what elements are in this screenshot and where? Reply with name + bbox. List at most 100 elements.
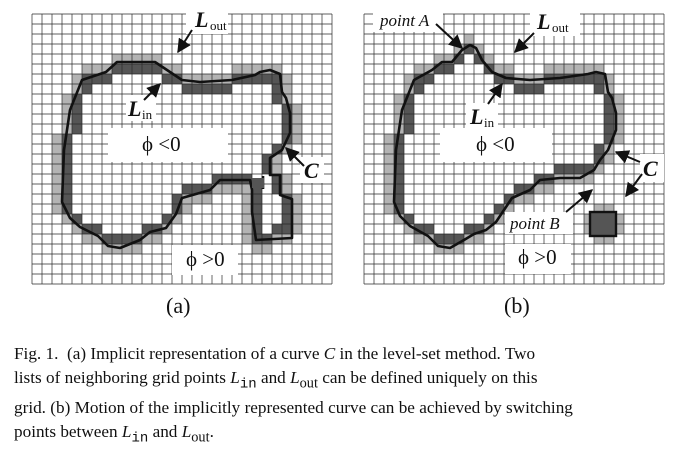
inner-band-cell bbox=[252, 74, 262, 84]
outer-band-cell bbox=[464, 234, 474, 244]
inner-band-cell bbox=[122, 64, 132, 74]
inner-band-cell bbox=[604, 114, 614, 124]
inner-band-cell bbox=[202, 84, 212, 94]
inner-band-cell bbox=[252, 224, 262, 234]
outer-band-cell bbox=[394, 104, 404, 114]
l-in-arrow-b bbox=[487, 82, 503, 105]
outer-band-cell bbox=[282, 84, 292, 94]
outer-band-cell bbox=[272, 64, 282, 74]
outer-band-cell bbox=[52, 164, 62, 174]
inner-band-cell bbox=[172, 194, 182, 204]
outer-band-cell bbox=[82, 64, 92, 74]
inner-band-cell bbox=[604, 104, 614, 114]
outer-band-cell bbox=[132, 54, 142, 64]
outer-band-cell bbox=[604, 84, 614, 94]
outer-band-cell bbox=[92, 234, 102, 244]
outer-band-cell bbox=[384, 184, 394, 194]
inner-band-cell bbox=[564, 74, 574, 84]
curve-arrow-b1 bbox=[614, 150, 641, 164]
inner-band-cell bbox=[584, 164, 594, 174]
caption-s2b: can be defined uniquely on this bbox=[322, 367, 538, 387]
inner-band-cell bbox=[494, 204, 504, 214]
inner-band-cell bbox=[404, 214, 414, 224]
inner-band-cell bbox=[272, 74, 282, 84]
outer-band-cell bbox=[242, 224, 252, 234]
outer-band-cell bbox=[514, 194, 524, 204]
caption-l-in-2-sub: in bbox=[131, 430, 149, 447]
outer-band-cell bbox=[192, 74, 202, 84]
caption-line-4: points between Lin and Lout. bbox=[14, 420, 690, 451]
inner-band-cell bbox=[102, 74, 112, 84]
outer-band-cell bbox=[384, 144, 394, 154]
caption-l-out-2: L bbox=[181, 421, 192, 441]
caption-line-1: Fig. 1. (a) Implicit representation of a… bbox=[14, 342, 690, 366]
inner-band-cell bbox=[282, 124, 292, 134]
inner-band-cell bbox=[504, 194, 514, 204]
inner-band-cell bbox=[92, 74, 102, 84]
caption-line-2: lists of neighboring grid points Lin and… bbox=[14, 366, 690, 397]
inner-band-cell bbox=[282, 114, 292, 124]
inner-band-cell bbox=[282, 204, 292, 214]
outer-band-cell bbox=[424, 234, 434, 244]
outer-band-cell bbox=[424, 64, 434, 74]
curve-label-a: C bbox=[304, 158, 319, 183]
outer-band-cell bbox=[614, 214, 624, 224]
l-in-label-b: L bbox=[469, 104, 483, 129]
outer-band-cell bbox=[122, 54, 132, 64]
inner-band-cell bbox=[262, 164, 272, 174]
outer-band-cell bbox=[52, 194, 62, 204]
inner-band-cell bbox=[474, 54, 484, 64]
outer-band-cell bbox=[282, 184, 292, 194]
outer-band-cell bbox=[494, 64, 504, 74]
inner-band-cell bbox=[574, 74, 584, 84]
inner-band-cell bbox=[112, 64, 122, 74]
caption-s1a: (a) Implicit representation of a curve bbox=[67, 344, 320, 363]
outer-band-cell bbox=[182, 204, 192, 214]
outer-band-cell bbox=[554, 64, 564, 74]
outer-band-cell bbox=[112, 244, 122, 254]
inner-band-cell bbox=[564, 164, 574, 174]
inner-band-cell bbox=[604, 94, 614, 104]
inner-band-cell bbox=[272, 184, 282, 194]
inner-band-cell bbox=[192, 184, 202, 194]
curve-c-b bbox=[392, 43, 618, 250]
inner-band-cell bbox=[62, 174, 72, 184]
outer-band-cell bbox=[242, 184, 252, 194]
inner-band-cell bbox=[172, 74, 182, 84]
inner-band-cell bbox=[282, 224, 292, 234]
inner-band-cell bbox=[112, 234, 122, 244]
outer-band-cell bbox=[252, 64, 262, 74]
outer-band-cell bbox=[52, 184, 62, 194]
outer-band-cell bbox=[242, 64, 252, 74]
outer-band-cell bbox=[584, 64, 594, 74]
outer-band-cell bbox=[232, 64, 242, 74]
outer-band-cell bbox=[604, 234, 614, 244]
inner-band-cell bbox=[394, 144, 404, 154]
outer-band-cell bbox=[292, 204, 302, 214]
outer-band-cell bbox=[192, 194, 202, 204]
inner-band-cell bbox=[62, 154, 72, 164]
outer-band-cell bbox=[384, 154, 394, 164]
outer-band-cell bbox=[484, 54, 494, 64]
inner-band-cell bbox=[484, 214, 494, 224]
inner-band-cell bbox=[414, 224, 424, 234]
outer-band-cell bbox=[434, 244, 444, 254]
outer-band-cell bbox=[182, 74, 192, 84]
inner-band-cell bbox=[182, 184, 192, 194]
outer-band-cell bbox=[152, 54, 162, 64]
outer-band-cell bbox=[534, 184, 544, 194]
inner-band-cell bbox=[242, 74, 252, 84]
figure: L out L in ϕ <0 ϕ >0 C (a) point A L out… bbox=[31, 6, 665, 318]
inner-band-cell bbox=[212, 174, 222, 184]
point-b-label: point B bbox=[509, 214, 560, 233]
inner-band-cell bbox=[394, 194, 404, 204]
outer-band-cell bbox=[292, 194, 302, 204]
inner-band-cell bbox=[594, 84, 604, 94]
inner-band-cell bbox=[72, 124, 82, 134]
inner-band-cell bbox=[514, 184, 524, 194]
outer-band-cell bbox=[52, 134, 62, 144]
point-a-arrow bbox=[435, 23, 464, 49]
outer-band-cell bbox=[212, 74, 222, 84]
inner-band-cell bbox=[252, 204, 262, 214]
outer-band-cell bbox=[584, 174, 594, 184]
